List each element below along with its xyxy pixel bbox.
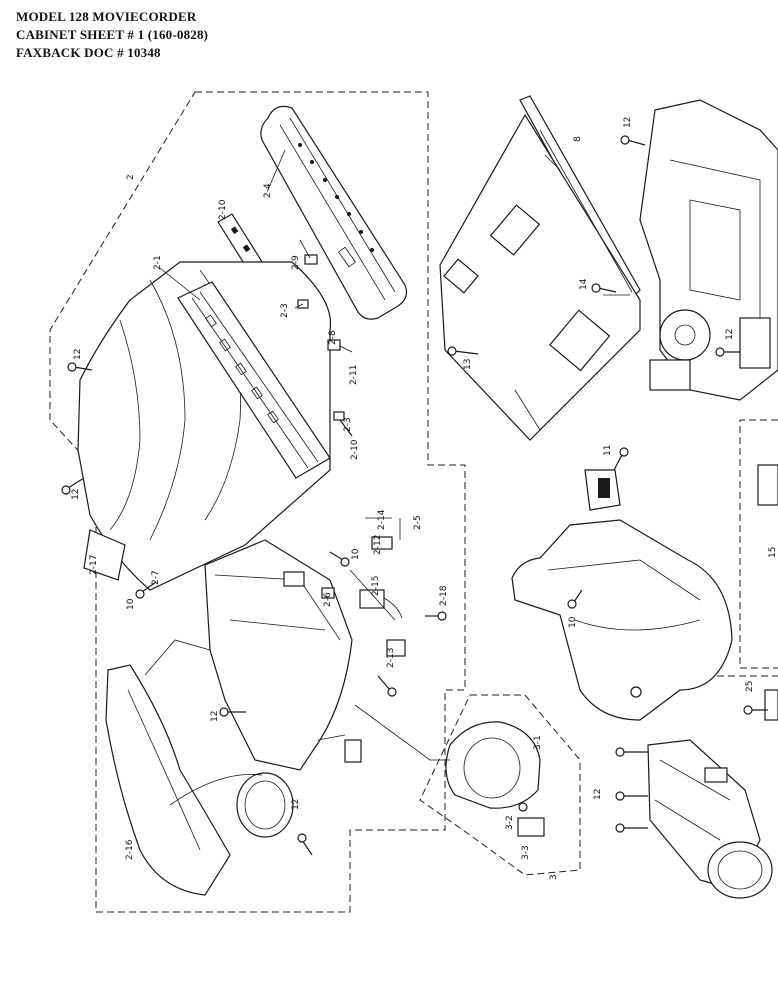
callout-2-5: 2-5 — [413, 515, 423, 530]
callout-2-4: 2-4 — [263, 183, 273, 198]
callout-2-11: 2-11 — [349, 365, 359, 385]
callout-8: 8 — [573, 136, 583, 142]
cabinet-sheet-number: CABINET SHEET # 1 (160-0828) — [16, 27, 209, 42]
callout-2-18: 2-18 — [439, 585, 449, 606]
tape-mechanism-frame — [639, 99, 778, 401]
part-2-16-hand-strap — [105, 664, 294, 896]
callout-13: 13 — [463, 359, 473, 370]
callout-3-2: 3-2 — [505, 815, 515, 830]
part-2-8-inner-frame — [177, 281, 331, 479]
callout-2-1: 2-1 — [153, 255, 163, 270]
callout-3-3: 3-3 — [521, 845, 531, 860]
callout-2-3-top: 2-3 — [280, 303, 290, 318]
right-edge-partial-parts — [757, 464, 778, 721]
callout-12-lens: 12 — [593, 789, 603, 800]
callout-10-left: 10 — [126, 598, 136, 610]
part-3-lens-bezel — [445, 721, 545, 837]
callout-2-10-mid: 2-10 — [350, 439, 360, 460]
callout-15: 15 — [768, 547, 778, 558]
callout-12-right-top: 12 — [623, 117, 633, 128]
callout-3-1: 3-1 — [533, 735, 543, 750]
callout-12-strap: 12 — [291, 799, 301, 810]
callout-2-3-mid: 2-3 — [343, 417, 353, 432]
right-group-boundary — [739, 419, 778, 669]
part-2-5-grip-body — [204, 539, 353, 771]
callout-12-bottom-left: 12 — [210, 711, 220, 722]
callout-2-12: 2-12 — [373, 535, 383, 555]
lens-assembly — [647, 739, 773, 899]
parts-2-14-2-15-2-18 — [283, 536, 406, 763]
screw-icon-set — [61, 135, 768, 856]
faxback-doc-number: FAXBACK DOC # 10348 — [16, 45, 161, 60]
callout-12-left-mid: 12 — [71, 489, 81, 500]
callout-2-17-left: 2-17 — [89, 555, 99, 575]
callout-14: 14 — [579, 278, 589, 290]
callout-2-14: 2-14 — [377, 509, 387, 530]
part-2-4-top-cover — [260, 105, 408, 320]
callout-2-10-top: 2-10 — [218, 199, 228, 220]
callout-2-9: 2-9 — [291, 255, 301, 270]
part-8-main-board — [439, 95, 641, 441]
callout-2-13: 2-13 — [386, 648, 396, 668]
callout-2-15: 2-15 — [371, 576, 381, 596]
callout-2: 2 — [126, 174, 136, 180]
part-11-right-handle-body — [511, 469, 733, 721]
callout-3: 3 — [549, 874, 559, 880]
sheet-header: MODEL 128 MOVIECORDER CABINET SHEET # 1 … — [16, 8, 208, 62]
callout-25: 25 — [745, 681, 755, 692]
part-2-1-left-body — [77, 261, 332, 591]
callout-2-16: 2-16 — [125, 839, 135, 860]
callout-12-right-mid: 12 — [725, 329, 735, 340]
callout-12-left-top: 12 — [73, 349, 83, 360]
assembly-3-boundary — [419, 694, 581, 876]
callout-2-6: 2-6 — [323, 592, 333, 607]
callout-11: 11 — [603, 445, 613, 456]
callout-10-right: 10 — [568, 616, 578, 628]
callout-2-8: 2-8 — [328, 330, 338, 345]
leader-lines — [144, 149, 630, 761]
callout-2-7: 2-7 — [151, 570, 161, 585]
model-title: MODEL 128 MOVIECORDER — [16, 9, 197, 24]
callout-10-center: 10 — [351, 548, 361, 560]
